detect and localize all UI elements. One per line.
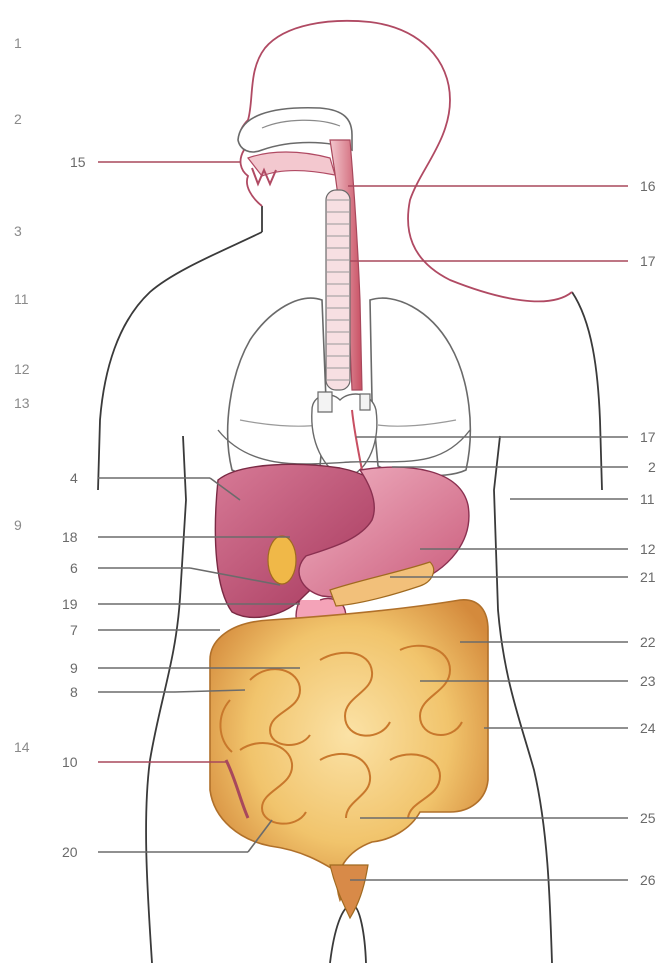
- callout-label: 15: [70, 154, 86, 170]
- rectum: [330, 865, 368, 918]
- left-callout-labels: 15 4 18 6 19 7 9 8 10 20: [62, 154, 86, 860]
- callout-label: 24: [640, 720, 656, 736]
- callout-label: 23: [640, 673, 656, 689]
- margin-number: 3: [14, 223, 22, 239]
- callout-label: 8: [70, 684, 78, 700]
- callout-label: 7: [70, 622, 78, 638]
- right-callout-labels: 16 17 17 2 11 12 21 22 23 24 25 26: [640, 178, 656, 888]
- callout-label: 25: [640, 810, 656, 826]
- callout-label: 6: [70, 560, 78, 576]
- margin-number: 2: [14, 111, 22, 127]
- callout-label: 26: [640, 872, 656, 888]
- large-intestine: [210, 600, 488, 900]
- callout-label: 21: [640, 569, 656, 585]
- callout-label: 11: [640, 491, 655, 507]
- margin-numbers: 1 2 3 11 12 13 9 14: [14, 35, 30, 755]
- callout-label: 12: [640, 541, 656, 557]
- callout-label: 2: [648, 459, 656, 475]
- callout-label: 4: [70, 470, 78, 486]
- gallbladder: [268, 536, 296, 584]
- callout-label: 22: [640, 634, 656, 650]
- margin-number: 1: [14, 35, 22, 51]
- margin-number: 12: [14, 361, 30, 377]
- margin-number: 11: [14, 291, 29, 307]
- callout-label: 16: [640, 178, 656, 194]
- margin-number: 14: [14, 739, 30, 755]
- callout-label: 10: [62, 754, 78, 770]
- callout-label: 18: [62, 529, 78, 545]
- margin-number: 9: [14, 517, 22, 533]
- callout-label: 9: [70, 660, 78, 676]
- callout-label: 17: [640, 253, 656, 269]
- trachea: [326, 190, 350, 390]
- margin-number: 13: [14, 395, 30, 411]
- callout-label: 20: [62, 844, 78, 860]
- callout-label: 17: [640, 429, 656, 445]
- callout-label: 19: [62, 596, 78, 612]
